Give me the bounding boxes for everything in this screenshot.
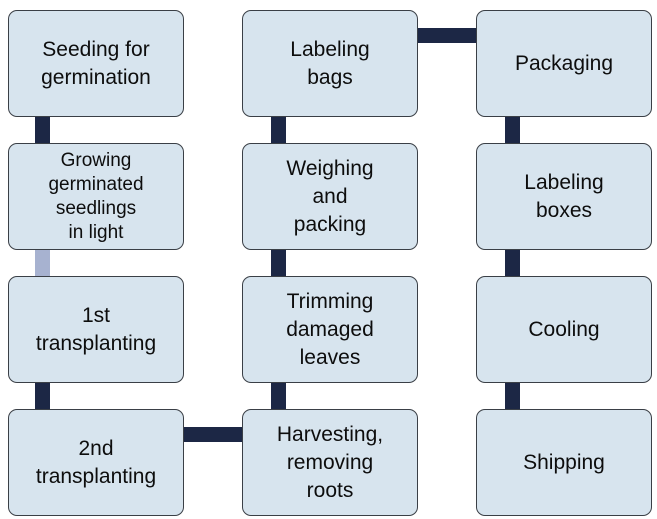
connector-harvesting-trimming	[271, 376, 286, 416]
step-labeling-bags: Labeling bags	[242, 10, 418, 117]
step-weighing: Weighing and packing	[242, 143, 418, 250]
step-cooling: Cooling	[476, 276, 652, 383]
connector-seeding-growing	[35, 110, 50, 150]
connector-growing-transplant1	[35, 243, 50, 283]
step-seeding: Seeding for germination	[8, 10, 184, 117]
connector-labeling-boxes-cooling	[505, 243, 520, 283]
connector-transplant2-harvesting	[178, 427, 248, 442]
step-harvesting: Harvesting, removing roots	[242, 409, 418, 516]
connector-labeling-bags-packaging	[410, 28, 482, 43]
step-labeling-boxes: Labeling boxes	[476, 143, 652, 250]
connector-cooling-shipping	[505, 376, 520, 416]
step-trimming: Trimming damaged leaves	[242, 276, 418, 383]
step-transplant2: 2nd transplanting	[8, 409, 184, 516]
step-shipping: Shipping	[476, 409, 652, 516]
step-packaging: Packaging	[476, 10, 652, 117]
connector-weighing-labeling-bags	[271, 110, 286, 150]
connector-packaging-labeling-boxes	[505, 110, 520, 150]
connector-transplant1-transplant2	[35, 376, 50, 416]
step-growing: Growing germinated seedlings in light	[8, 143, 184, 250]
step-transplant1: 1st transplanting	[8, 276, 184, 383]
connector-trimming-weighing	[271, 243, 286, 283]
